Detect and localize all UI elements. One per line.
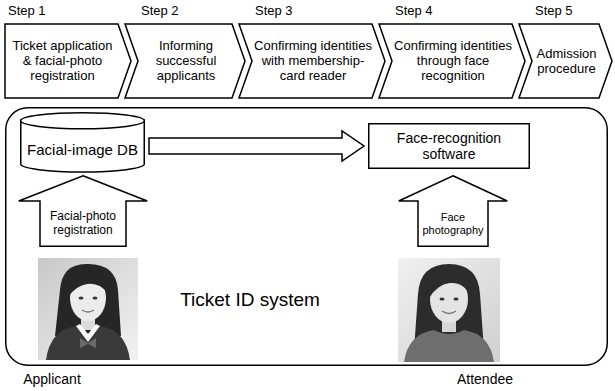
step-chevron-shape [239, 24, 385, 98]
arrow-text: Facial-photo registration [42, 210, 124, 238]
software-label: Face-recognition software [372, 130, 526, 162]
system-frame: Ticket ID system Facial-image DB Facial-ph… [5, 107, 608, 366]
system-frame-shape [6, 108, 608, 366]
software-box: Face-recognition software [368, 123, 530, 169]
step-number: Step 1 [8, 4, 46, 19]
step-number: Step 2 [141, 4, 179, 19]
step-chevron: Step 4 Confirming identities through face… [379, 2, 525, 99]
photo-caption: Attendee [457, 371, 513, 387]
step-chevron: Step 1 Ticket application & facial-photo … [5, 2, 131, 99]
block-arrow-shape [19, 176, 148, 247]
cylinder-part [21, 113, 145, 129]
step-chevron: Step 3 Confirming identities with members… [239, 2, 385, 99]
step-chevron-shape [5, 24, 131, 98]
cylinder-shape [21, 113, 145, 172]
attendee-photo [398, 258, 500, 362]
block-arrow-outline [398, 175, 508, 247]
step-number: Step 3 [255, 4, 293, 19]
step-text: Confirming identities with membership-ca… [254, 39, 372, 84]
block-arrow-connector [149, 131, 364, 161]
step-text: Ticket application & facial-photo regist… [7, 39, 118, 84]
block-arrow: Face photography [398, 175, 508, 247]
step-number: Step 4 [395, 4, 433, 19]
step-chevron-shape [379, 24, 525, 98]
block-arrow-shape [399, 176, 508, 247]
system-title: Ticket ID system [180, 289, 320, 311]
step-number: Step 5 [535, 4, 573, 19]
step-chevron: Step 5 Admission procedure [519, 2, 612, 99]
step-chevron-shape [125, 24, 245, 98]
step-chevron-shape [519, 24, 612, 98]
step-text: Admission procedure [534, 47, 599, 77]
block-arrow: Facial-photo registration [18, 175, 148, 247]
photo-caption: Applicant [23, 371, 81, 387]
step-chevron: Step 2 Informing successful applicants [125, 2, 245, 99]
step-text: Informing successful applicants [140, 39, 232, 84]
step-text: Confirming identities through face recog… [394, 39, 512, 84]
arrow-text: Face photography [420, 211, 486, 236]
applicant-photo [38, 258, 138, 360]
software-box-shape [369, 124, 530, 169]
database-cylinder: Facial-image DB [20, 112, 145, 172]
database-label: Facial-image DB [27, 141, 138, 158]
